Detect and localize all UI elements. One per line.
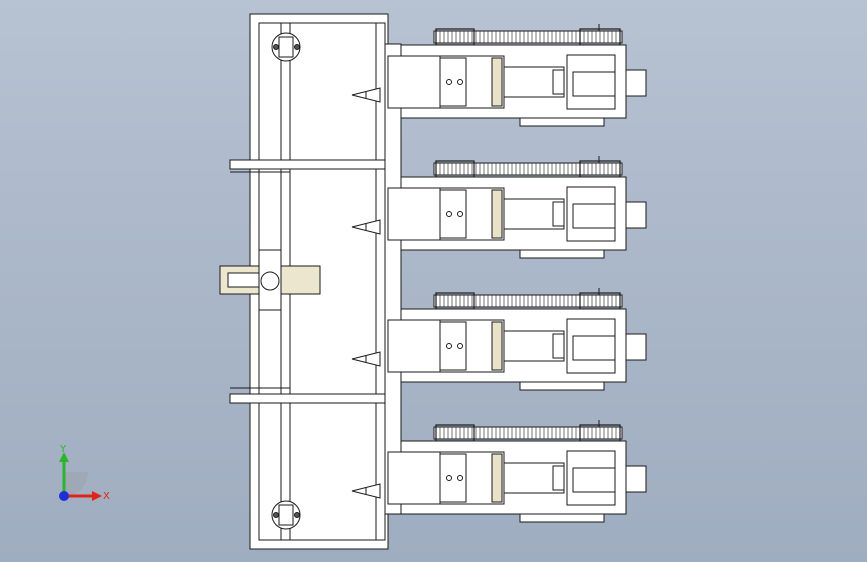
seed-box — [387, 55, 441, 109]
metering-window — [439, 321, 467, 371]
press-wheel — [572, 203, 616, 229]
triad-plane — [64, 472, 88, 496]
metering-bolt — [446, 211, 452, 217]
unit-lower-bar — [519, 513, 605, 523]
metering-window — [439, 57, 467, 107]
y-axis-head — [59, 452, 69, 462]
metering-bolt — [446, 343, 452, 349]
press-wheel — [572, 335, 616, 361]
metering-window — [439, 189, 467, 239]
metering-bolt — [457, 79, 463, 85]
seed-box — [387, 451, 441, 505]
chain-teeth — [435, 31, 617, 43]
metering-bolt — [457, 475, 463, 481]
planting-unit — [351, 420, 647, 523]
metering-shade — [491, 321, 503, 371]
mount-plate-top — [271, 32, 301, 62]
metering-window — [439, 453, 467, 503]
metering-shade — [491, 57, 503, 107]
unit-end-plate — [625, 333, 647, 361]
metering-shade — [491, 453, 503, 503]
linkage-pivot — [552, 333, 565, 359]
y-axis-label: Y — [59, 444, 67, 455]
planting-unit — [351, 24, 647, 127]
metering-shade — [491, 189, 503, 239]
unit-lower-bar — [519, 381, 605, 391]
planting-unit — [351, 156, 647, 259]
unit-end-plate — [625, 69, 647, 97]
unit-side-rail — [384, 43, 402, 515]
linkage-pivot — [552, 201, 565, 227]
press-wheel — [572, 71, 616, 97]
planting-unit — [351, 288, 647, 391]
seed-box — [387, 187, 441, 241]
metering-bolt — [457, 211, 463, 217]
z-axis-dot — [59, 491, 69, 501]
unit-end-plate — [625, 465, 647, 493]
linkage-pivot — [552, 465, 565, 491]
unit-lower-bar — [519, 249, 605, 259]
linkage-pivot — [552, 69, 565, 95]
metering-bolt — [457, 343, 463, 349]
x-axis-head — [92, 491, 102, 501]
mount-plate-bottom — [271, 500, 301, 530]
cross-bar-upper — [229, 159, 389, 170]
press-wheel — [572, 467, 616, 493]
metering-bolt — [446, 79, 452, 85]
unit-end-plate — [625, 201, 647, 229]
chain-teeth — [435, 163, 617, 175]
hitch-assembly — [219, 249, 321, 311]
metering-bolt — [446, 475, 452, 481]
unit-lower-bar — [519, 117, 605, 127]
x-axis-label: X — [103, 491, 110, 502]
cross-bar-lower — [229, 393, 389, 404]
coordinate-triad: Y X — [59, 444, 110, 502]
seed-box — [387, 319, 441, 373]
